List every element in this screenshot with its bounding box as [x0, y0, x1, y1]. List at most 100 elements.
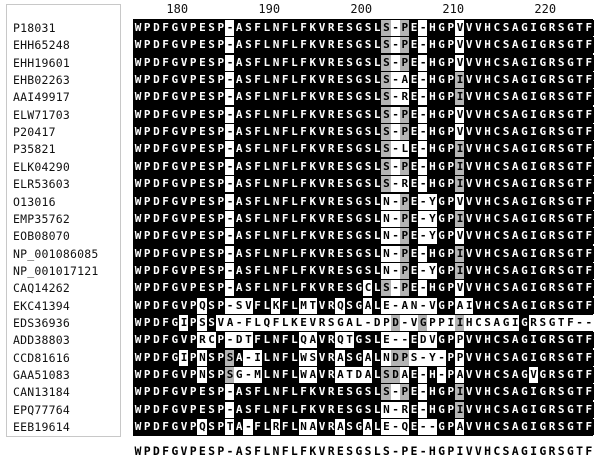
sequence-name[interactable]: EPQ77764 — [13, 402, 70, 417]
alignment-residue: N — [271, 158, 281, 175]
alignment-residue: N — [197, 349, 208, 366]
alignment-residue: D — [151, 72, 162, 89]
alignment-residue: F — [583, 124, 594, 141]
ruler-tick-label: 210 — [442, 2, 465, 16]
alignment-residue: S — [206, 176, 217, 193]
alignment-residue: F — [280, 384, 291, 401]
sequence-name[interactable]: EHH65248 — [13, 38, 70, 53]
alignment-residue: L — [289, 332, 300, 349]
alignment-residue: G — [169, 141, 180, 158]
alignment-residue: G — [169, 332, 180, 349]
alignment-residue: S — [206, 280, 217, 297]
alignment-residue: R — [326, 124, 337, 141]
sequence-name[interactable]: O13016 — [13, 194, 56, 209]
alignment-residue: L — [289, 245, 300, 262]
alignment-residue: L — [289, 141, 300, 158]
alignment-residue: D — [151, 349, 162, 366]
sequence-name[interactable]: EEB19614 — [13, 420, 70, 435]
alignment-residue: S — [206, 72, 217, 89]
alignment-residue: D — [151, 262, 162, 279]
sequence-name[interactable]: P20417 — [13, 125, 56, 140]
alignment-residue: E — [197, 228, 208, 245]
alignment-residue: A — [234, 262, 245, 279]
alignment-residue: D — [151, 54, 162, 71]
sequence-name[interactable]: GAA51083 — [13, 368, 70, 382]
alignment-residue: F — [280, 193, 291, 210]
alignment-residue: E — [197, 401, 208, 418]
alignment-residue: L — [261, 124, 272, 141]
alignment-residue: S — [243, 20, 254, 36]
alignment-residue: G — [169, 193, 180, 210]
alignment-residue: F — [280, 297, 291, 314]
alignment-residue: L — [261, 72, 272, 89]
alignment-residue: L — [289, 37, 300, 54]
alignment-residue: D — [234, 332, 245, 349]
sequence-name[interactable]: EKC41394 — [13, 298, 70, 313]
alignment-residue: L — [252, 314, 263, 331]
alignment-residue: P — [188, 193, 199, 210]
alignment-residue: P — [142, 141, 153, 158]
alignment-residue: R — [326, 419, 337, 436]
sequence-name[interactable]: NP_001086085 — [13, 246, 99, 261]
sequence-name[interactable]: ADD38803 — [13, 333, 70, 348]
alignment-residue: K — [307, 37, 318, 54]
alignment-residue: F — [160, 349, 171, 366]
sequence-name[interactable]: EMP35762 — [13, 211, 70, 226]
alignment-residue: G — [169, 384, 180, 401]
sequence-name[interactable]: CAN13184 — [13, 385, 70, 400]
alignment-residue: G — [169, 349, 180, 366]
alignment-residue: E — [197, 193, 208, 210]
alignment-residue: L — [261, 401, 272, 418]
alignment-residue: R — [326, 193, 337, 210]
sequence-name[interactable]: CCD81616 — [13, 350, 70, 365]
sequence-name[interactable]: NP_001017121 — [13, 263, 99, 278]
alignment-residue: T — [243, 332, 254, 349]
sequence-name[interactable]: ELR53603 — [13, 177, 70, 192]
alignment-residue: G — [169, 401, 180, 418]
alignment-residue: P — [142, 193, 153, 210]
sequence-name[interactable]: ELW71703 — [13, 107, 70, 122]
alignment-residue: N — [197, 367, 208, 383]
alignment-residue: F — [160, 245, 171, 262]
alignment-residue: D — [151, 37, 162, 54]
alignment-residue: S — [243, 158, 254, 175]
alignment-residue: V — [179, 280, 189, 297]
alignment-residue: W — [133, 314, 143, 331]
sequence-name[interactable]: EHH19601 — [13, 55, 70, 70]
sequence-name[interactable]: P35821 — [13, 142, 56, 157]
alignment-residue: E — [197, 384, 208, 401]
alignment-residue: Q — [197, 419, 208, 436]
alignment-residue: F — [298, 245, 309, 262]
alignment-residue: A — [335, 367, 346, 383]
alignment-residue: V — [317, 349, 327, 366]
alignment-residue: F — [298, 158, 309, 175]
sequence-name[interactable]: EHB02263 — [13, 73, 70, 88]
sequence-name[interactable]: AAI49917 — [13, 90, 70, 105]
alignment-residue: D — [151, 106, 162, 123]
alignment-residue: S — [206, 245, 217, 262]
alignment-residue: S — [243, 176, 254, 193]
sequence-name[interactable]: CAQ14262 — [13, 281, 70, 296]
alignment-residue: V — [317, 262, 327, 279]
alignment-residue: S — [206, 384, 217, 401]
alignment-residue: F — [583, 141, 594, 158]
alignment-residue: R — [326, 262, 337, 279]
sequence-name[interactable]: ELK04290 — [13, 159, 70, 174]
sequence-name[interactable]: P18031 — [13, 21, 56, 35]
alignment-residue: K — [307, 141, 318, 158]
sequence-name[interactable]: EOB08070 — [13, 229, 70, 244]
alignment-residue: P — [142, 210, 153, 227]
alignment-residue: N — [271, 89, 281, 106]
alignment-residue: S — [206, 37, 217, 54]
alignment-residue: S — [206, 158, 217, 175]
sequence-name[interactable]: EDS36936 — [13, 315, 70, 330]
alignment-residue: I — [179, 349, 189, 366]
alignment-residue: P — [188, 89, 199, 106]
alignment-residue: W — [133, 262, 143, 279]
alignment-residue: W — [133, 20, 143, 36]
alignment-residue: A — [234, 384, 245, 401]
alignment-residue: V — [317, 245, 327, 262]
alignment-residue: V — [317, 384, 327, 401]
